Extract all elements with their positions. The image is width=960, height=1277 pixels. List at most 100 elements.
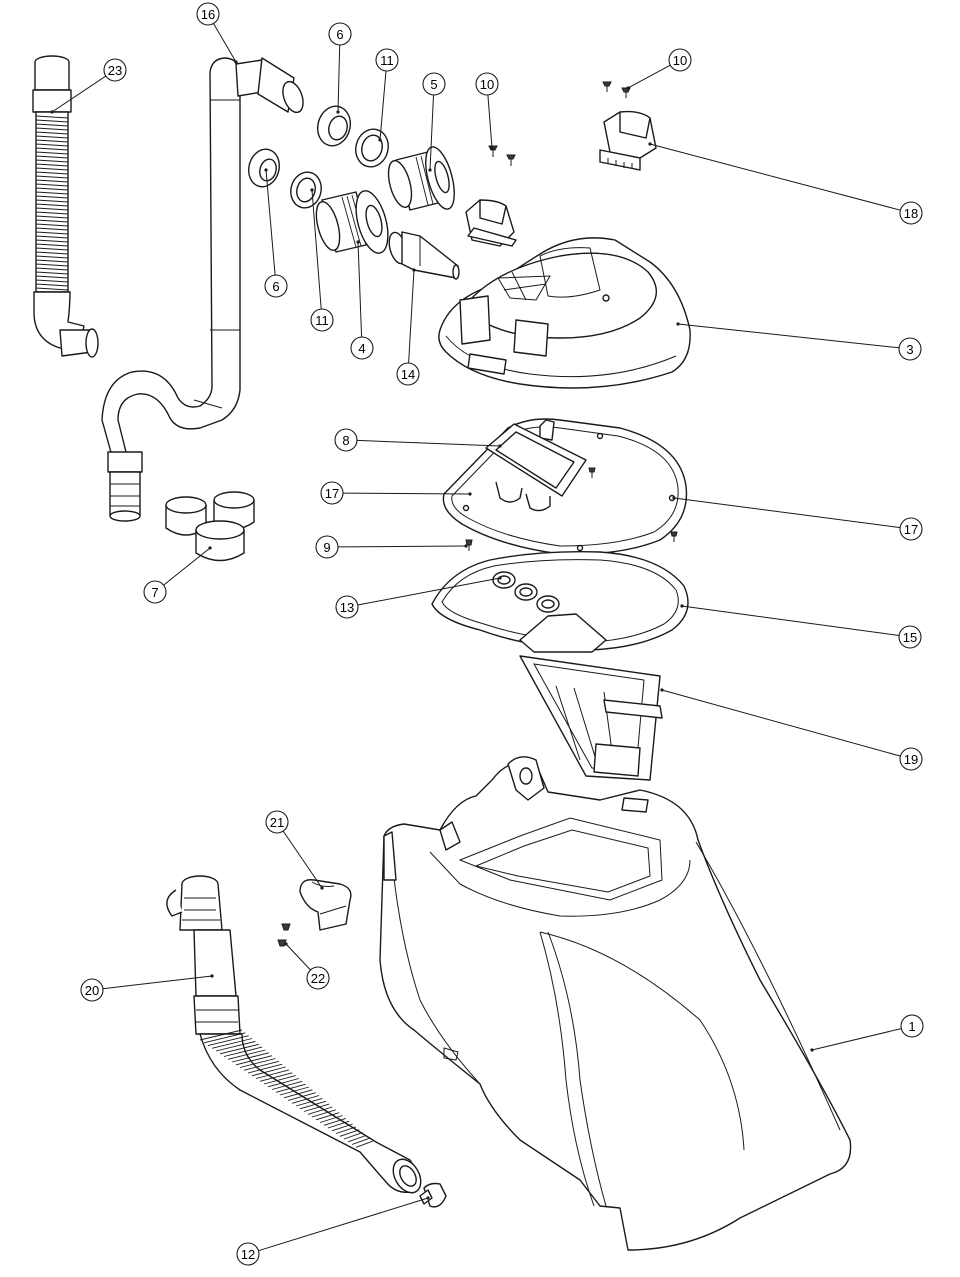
callout-circle <box>396 362 420 386</box>
leader-dot <box>810 1048 814 1052</box>
callout-8: 8 <box>334 428 502 452</box>
callout-11: 11 <box>375 48 399 142</box>
callout-number: 4 <box>358 341 365 356</box>
callout-circle <box>350 336 374 360</box>
callout-number: 19 <box>904 752 918 767</box>
leader-dot <box>672 496 676 500</box>
callout-13: 13 <box>335 576 502 619</box>
callout-number: 17 <box>904 522 918 537</box>
callout-number: 23 <box>108 63 122 78</box>
callout-circle <box>310 308 334 332</box>
bracket-small-mid <box>465 199 517 247</box>
part-6-seal-top <box>317 105 351 147</box>
leader-dot <box>264 168 268 172</box>
leader-dot <box>680 604 684 608</box>
leader-line <box>649 143 901 211</box>
callout-6: 6 <box>328 22 352 114</box>
callout-6: 6 <box>264 168 288 298</box>
callout-number: 16 <box>201 7 215 22</box>
part-11-ring-top <box>355 128 389 168</box>
callout-number: 10 <box>673 53 687 68</box>
callout-19: 19 <box>660 688 923 771</box>
callout-number: 13 <box>340 600 354 615</box>
callout-number: 11 <box>315 313 329 328</box>
callout-number: 22 <box>311 971 325 986</box>
leader-dot <box>336 110 340 114</box>
callout-number: 10 <box>480 77 494 92</box>
callout-11: 11 <box>310 188 334 332</box>
callout-14: 14 <box>396 268 420 386</box>
callout-circle <box>335 595 359 619</box>
callout-number: 9 <box>323 540 330 555</box>
leader-line <box>163 547 211 586</box>
part-1-main-body <box>379 756 852 1251</box>
leader-line <box>356 439 501 447</box>
leader-dot <box>320 886 324 890</box>
part-10-screws-top <box>602 81 631 98</box>
part-16-drain-hose <box>101 57 304 522</box>
callout-5: 5 <box>422 72 446 172</box>
leader-line <box>357 241 363 338</box>
leader-line <box>661 689 901 757</box>
leader-dot <box>412 268 416 272</box>
callout-circle <box>320 481 344 505</box>
part-12-hose-clamp <box>419 1182 447 1208</box>
callout-1: 1 <box>810 1014 924 1052</box>
part-18-bracket <box>599 110 657 171</box>
leader-line <box>408 269 415 364</box>
part-22-screws <box>277 923 291 947</box>
callout-9: 9 <box>315 535 468 559</box>
callout-circle <box>899 747 923 771</box>
callout-17: 17 <box>672 496 923 541</box>
callout-number: 21 <box>270 815 284 830</box>
part-11-ring-bottom <box>290 171 322 209</box>
callout-circle <box>900 1014 924 1038</box>
part-7-rings <box>165 491 255 562</box>
callout-circle <box>265 810 289 834</box>
leader-dot <box>468 492 472 496</box>
leader-dot <box>50 110 54 114</box>
leader-line <box>357 577 501 606</box>
callout-7: 7 <box>143 546 212 604</box>
callout-number: 18 <box>904 206 918 221</box>
callout-number: 12 <box>241 1247 255 1262</box>
callout-number: 5 <box>430 77 437 92</box>
part-9-screw <box>465 539 473 551</box>
callout-10: 10 <box>475 72 499 150</box>
callout-circle <box>103 58 127 82</box>
callout-22: 22 <box>284 942 330 990</box>
callout-4: 4 <box>350 240 374 360</box>
leader-line <box>337 545 467 548</box>
callout-20: 20 <box>80 974 214 1002</box>
callout-number: 3 <box>906 342 913 357</box>
callout-number: 11 <box>380 53 394 68</box>
callout-circle <box>375 48 399 72</box>
leader-dot <box>426 1196 430 1200</box>
leader-dot <box>648 142 652 146</box>
leader-line <box>285 943 311 971</box>
callout-circle <box>306 966 330 990</box>
callout-number: 6 <box>272 279 279 294</box>
callout-circle <box>328 22 352 46</box>
callout-number: 20 <box>85 983 99 998</box>
callout-16: 16 <box>196 2 238 64</box>
callout-18: 18 <box>648 142 923 225</box>
leader-line <box>337 44 341 113</box>
part-8-frame <box>485 423 587 512</box>
leader-dot <box>464 544 468 548</box>
part-3-lid <box>438 237 691 389</box>
leader-line <box>102 975 213 990</box>
callout-circle <box>315 535 339 559</box>
callout-15: 15 <box>680 604 922 649</box>
callout-circle <box>334 428 358 452</box>
callout-circle <box>898 337 922 361</box>
leader-dot <box>676 322 680 326</box>
callout-23: 23 <box>50 58 127 114</box>
leader-line <box>213 23 237 63</box>
callout-number: 17 <box>325 486 339 501</box>
leader-dot <box>498 576 502 580</box>
callout-circle <box>143 580 167 604</box>
leader-line <box>379 70 387 141</box>
callout-circle <box>899 517 923 541</box>
part-6-seal-bottom <box>247 148 281 188</box>
